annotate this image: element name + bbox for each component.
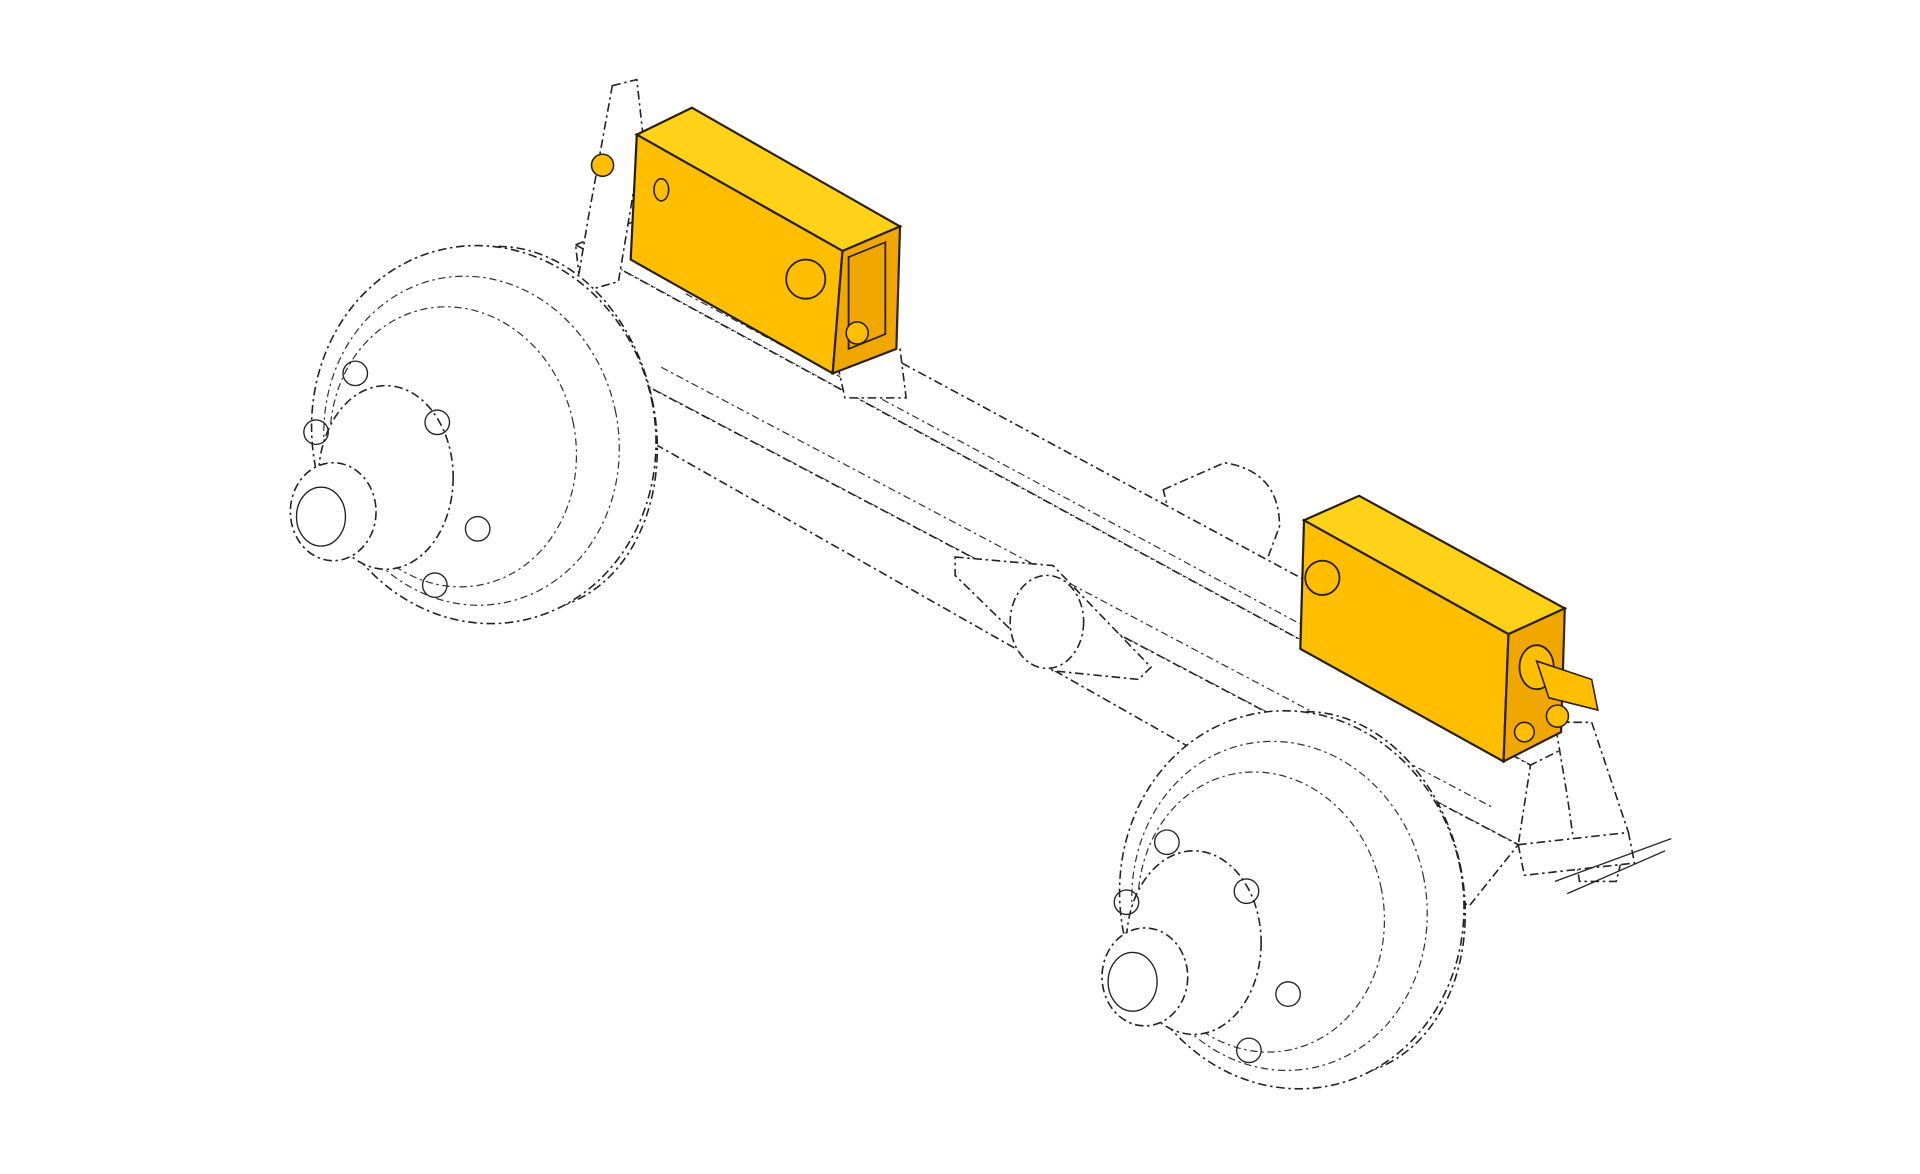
bolt-icon bbox=[1304, 559, 1341, 596]
right-wheel bbox=[1101, 709, 1467, 1090]
center-cylinder bbox=[1162, 461, 1281, 577]
right-hub bbox=[1101, 829, 1301, 1064]
bolt-icon bbox=[785, 258, 827, 300]
bolt-icon bbox=[1513, 721, 1535, 743]
left-bracket bbox=[590, 106, 903, 376]
center-plate bbox=[954, 556, 1153, 681]
bolt-icon bbox=[1545, 704, 1570, 728]
bolt-icon bbox=[590, 153, 615, 178]
left-wheel bbox=[289, 244, 659, 625]
right-bracket bbox=[1299, 494, 1599, 764]
left-hub bbox=[289, 360, 491, 599]
bolt-icon bbox=[845, 321, 869, 345]
right-hanger bbox=[1517, 721, 1672, 895]
